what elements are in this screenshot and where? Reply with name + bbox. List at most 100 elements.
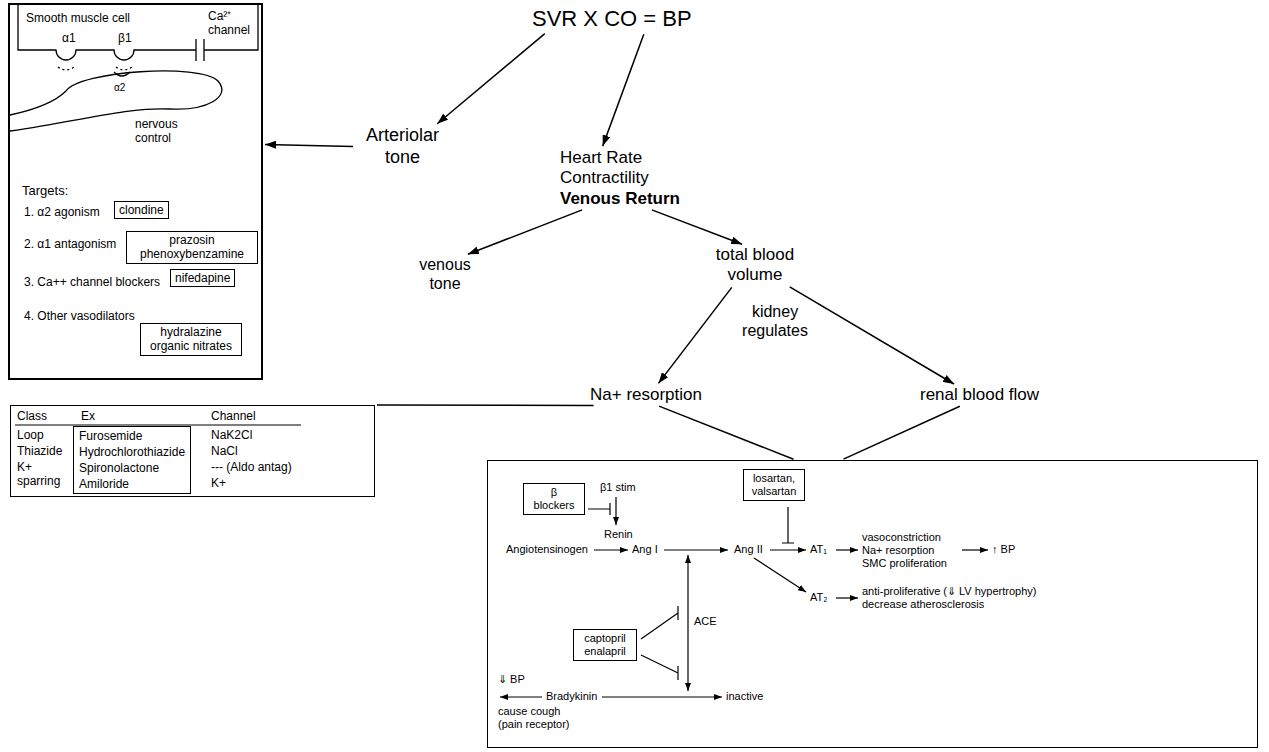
drug-box: clondine — [114, 201, 169, 219]
smooth-muscle-illustration — [10, 5, 258, 131]
raas-pathway-arrows — [836, 597, 858, 598]
raas-pathway-arrows — [594, 549, 628, 550]
node-text: Ang I — [632, 543, 658, 556]
connector-arrow — [265, 144, 353, 146]
node-text: ↑ BP — [992, 543, 1015, 556]
node-text: nervous control — [135, 117, 193, 146]
mechanism-panel: Smooth muscle cellα1β1Ca²⁺ channelα2nerv… — [8, 3, 263, 380]
drug-box: nifedapine — [170, 269, 235, 287]
annotation-label: kidney regulates — [735, 302, 815, 340]
node-text: ⇓ BP — [498, 673, 525, 686]
drug-box: FurosemideHydrochlorothiazideSpironolact… — [73, 426, 191, 494]
drug-box: captopril enalapril — [573, 629, 637, 661]
raas-panel: β1 stimAngiotensinogen ReninAng I Ang II AT… — [487, 460, 1258, 748]
calcium-channel-symbol — [196, 39, 204, 61]
node-text: Channel — [211, 409, 256, 423]
node-text: Spironolactone — [79, 460, 185, 476]
raas-pathway-arrows — [962, 549, 988, 550]
node-text: β blockers — [530, 486, 578, 512]
node-text: NaCl — [211, 444, 238, 458]
raas-pathway-arrows — [687, 629, 688, 691]
connector-arrow — [652, 210, 742, 244]
equation-text: SVR X CO = BP — [530, 6, 694, 32]
node-text: β1 — [118, 31, 132, 45]
connector-arrow — [377, 404, 594, 406]
inhibition-bar — [588, 503, 610, 515]
node-text: ACE — [694, 615, 717, 628]
node-text: hydralazine organic nitrates — [145, 325, 237, 354]
node-text: Ca²⁺ channel — [208, 9, 254, 38]
node-text: NaK2Cl — [211, 428, 252, 442]
node-text: Class — [17, 409, 47, 423]
node-text: renal blood flow — [920, 385, 1039, 405]
node-text: Angiotensinogen — [506, 543, 588, 556]
node-text: Na+ resorption — [590, 385, 702, 405]
drug-box: β blockers — [523, 483, 585, 515]
node-text: 3. Ca++ channel blockers — [24, 275, 160, 289]
node-text: Smooth muscle cell — [26, 11, 130, 25]
node-text: Bradykinin — [546, 690, 597, 703]
node-text: prazosin phenoxybenzamine — [131, 233, 253, 262]
node-text: --- (Aldo antag) — [211, 460, 292, 474]
connector-arrow — [659, 406, 793, 459]
connector-arrow — [658, 287, 731, 383]
node-text: K+ sparring — [17, 460, 69, 489]
node-text: nifedapine — [175, 271, 230, 285]
connector-arrow — [790, 287, 954, 384]
node-text: Contractility — [560, 168, 680, 188]
node-text: Thiazide — [17, 444, 62, 458]
node-text: Amiloride — [79, 476, 185, 492]
nerve-terminal — [10, 71, 222, 131]
node-text: AT₂ — [810, 591, 828, 604]
node-text: Arteriolar tone — [355, 125, 450, 168]
raas-pathway-arrows — [754, 558, 806, 592]
raas-pathway-arrows — [770, 549, 806, 550]
node-text: β1 stim — [600, 481, 636, 494]
concept-text: Na+ resorption — [590, 385, 702, 405]
node-text: inactive — [726, 690, 763, 703]
node-text: SVR X CO = BP — [532, 6, 692, 32]
raas-pathway-arrows — [500, 696, 542, 697]
node-text: 4. Other vasodilators — [24, 309, 135, 323]
node-text: Renin — [604, 528, 633, 541]
raas-pathway-arrows — [602, 696, 722, 697]
connector-arrow — [437, 34, 545, 124]
concept-text: Arteriolar tone — [355, 125, 450, 168]
diuretic-table: ClassExChannelLoopNaK2ClThiazideNaClK+ s… — [10, 405, 375, 497]
node-text: clondine — [119, 203, 164, 217]
node-text: cause cough (pain receptor) — [498, 705, 578, 731]
node-text: Heart Rate — [560, 148, 680, 168]
raas-pathway-arrows — [687, 555, 688, 629]
node-text: losartan, valsartan — [748, 472, 800, 498]
node-text: 1. α2 agonism — [24, 205, 100, 219]
concept-text: total blood volume — [700, 245, 810, 286]
concept-text: renal blood flow — [920, 385, 1039, 405]
node-text: AT₁ — [810, 543, 827, 556]
connector-arrow — [468, 210, 582, 254]
node-text: α2 — [114, 82, 125, 94]
connector-arrow — [603, 34, 644, 146]
node-text: Furosemide — [79, 428, 185, 444]
inhibition-bar — [641, 606, 678, 639]
inhibition-bar — [641, 655, 678, 680]
concept-text: Heart RateContractilityVenous Return — [560, 148, 680, 209]
connector-arrow — [843, 406, 959, 459]
node-text: venous tone — [410, 255, 480, 293]
drug-box: losartan, valsartan — [743, 469, 805, 501]
node-text: 2. α1 antagonism — [24, 237, 116, 251]
node-text: captopril enalapril — [578, 632, 632, 658]
transmitter-dots — [58, 67, 132, 70]
node-text: Targets: — [22, 183, 68, 199]
node-text: total blood volume — [700, 245, 810, 286]
inhibition-bar — [782, 507, 794, 543]
alpha2-receptor — [114, 72, 130, 76]
node-text: Venous Return — [560, 189, 680, 209]
node-text: Ang II — [734, 543, 763, 556]
raas-pathway-arrows — [664, 549, 728, 550]
node-text: anti-proliferative (⇓ LV hypertrophy) de… — [862, 585, 1077, 611]
raas-pathway-arrows — [615, 497, 616, 525]
node-text: Loop — [17, 428, 44, 442]
